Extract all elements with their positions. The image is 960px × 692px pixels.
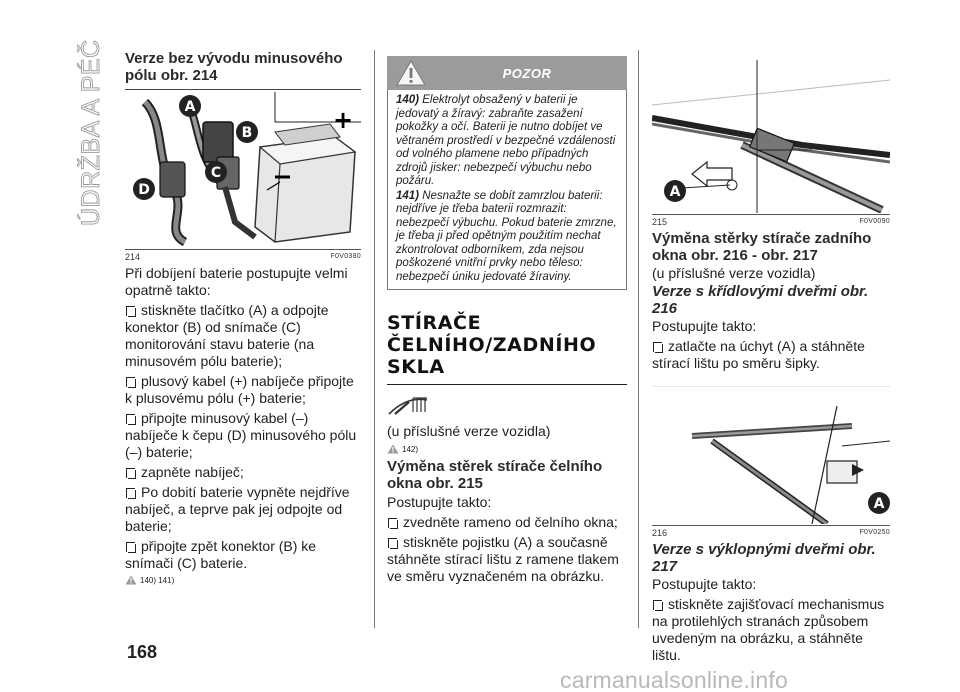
heading-rule (125, 89, 361, 90)
availability-note: (u příslušné verze vozidla) (652, 265, 816, 281)
bullet-item: stiskněte zajišťovací mechanismus na pro… (652, 596, 885, 663)
warning-banner: POZOR (387, 56, 627, 90)
bullet-icon (125, 487, 136, 499)
bullet-icon (125, 305, 136, 317)
bullet-icon (125, 467, 136, 479)
bullet-icon (652, 341, 663, 353)
warning-triangle-icon (125, 575, 137, 585)
intro-text: Postupujte takto: (652, 576, 757, 592)
bullet-icon (387, 517, 398, 529)
warning-title: POZOR (502, 66, 552, 81)
intro-text: Při dobíjení baterie postupujte velmi op… (125, 265, 348, 298)
warning-references: 140) 141) (125, 575, 361, 585)
bullet-item: zapněte nabíječ; (125, 464, 361, 481)
bullet-item: Po dobití baterie vypněte nejdříve nabíj… (125, 484, 350, 534)
side-chapter-title: ÚDRŽBA A PÉČE (77, 40, 107, 230)
windscreen-wiper-illustration: A (652, 50, 890, 213)
figure-number: 215 (652, 217, 668, 227)
intro-text: Postupujte takto: (387, 494, 492, 510)
bullet-icon (387, 537, 398, 549)
subsection-heading: Verze s křídlovými dveřmi obr. 216 (652, 283, 869, 317)
section-heading: Verze bez vývodu minusového pólu obr. 21… (125, 50, 343, 84)
figure-code: F0V0250 (859, 529, 890, 536)
column-divider (638, 50, 639, 628)
figure-caption: 216 F0V0250 (652, 525, 890, 538)
availability-note: (u příslušné verze vozidla) (387, 423, 551, 439)
warning-text: Elektrolyt obsažený v baterii je jedovat… (396, 94, 616, 187)
callout-a: A (874, 496, 885, 512)
bullet-item: připojte zpět konektor (B) ke snímači (C… (125, 538, 317, 571)
page-number: 168 (127, 642, 158, 662)
wiper-symbol-icon (387, 394, 627, 421)
bullet-item: stiskněte tlačítko (A) a odpojte konekto… (125, 302, 329, 369)
reference-numbers: 140) 141) (140, 575, 175, 585)
figure-caption: 214 F0V0380 (125, 249, 361, 262)
callout-b: B (242, 125, 253, 141)
bullet-item: plusový kabel (+) nabíječe připojte k pl… (125, 373, 354, 406)
figure-216: A (652, 386, 890, 524)
subsection-heading: Verze s výklopnými dveřmi obr. 217 (652, 541, 876, 575)
section-heading: Výměna stěrky stírače zadního okna obr. … (652, 230, 872, 264)
warning-number: 141) (396, 189, 420, 202)
reference-number: 142) (402, 444, 419, 454)
warning-item: 140) Elektrolyt obsažený v baterii je je… (396, 94, 620, 189)
figure-number: 216 (652, 528, 668, 538)
bullet-item: stiskněte pojistku (A) a současně stáhně… (387, 534, 619, 584)
callout-c: C (211, 165, 221, 181)
callout-a: A (670, 184, 681, 200)
warning-triangle-icon (396, 60, 426, 86)
callout-a: A (185, 99, 196, 115)
warning-number: 140) (396, 94, 420, 106)
warning-box: 140) Elektrolyt obsažený v baterii je je… (387, 90, 627, 290)
warning-item: 141) Nesnažte se dobít zamrzlou baterii:… (396, 190, 620, 285)
section-heading: Výměna stěrek stírače čelního okna obr. … (387, 458, 603, 492)
bullet-item: zatlačte na úchyt (A) a stáhněte stírací… (652, 338, 865, 371)
bullet-icon (125, 541, 136, 553)
column-divider (374, 50, 375, 628)
side-title-text: ÚDRŽBA A PÉČE (77, 40, 105, 226)
intro-text: Postupujte takto: (652, 318, 757, 334)
column-middle: POZOR 140) Elektrolyt obsažený v baterii… (387, 50, 627, 585)
warning-references: 142) (387, 444, 627, 454)
bullet-icon (125, 376, 136, 388)
watermark: carmanualsonline.info (560, 667, 788, 692)
bullet-icon (125, 413, 136, 425)
bullet-item: zvedněte rameno od čelního okna; (387, 514, 627, 531)
bullet-icon (652, 599, 663, 611)
svg-text:+: + (333, 106, 353, 134)
warning-triangle-icon (387, 444, 399, 454)
chapter-title: STÍRAČE ČELNÍHO/ZADNÍHO SKLA (387, 312, 597, 378)
figure-214: + A B C D (125, 92, 361, 248)
column-left: Verze bez vývodu minusového pólu obr. 21… (125, 50, 361, 585)
callout-d: D (138, 182, 150, 198)
figure-number: 214 (125, 252, 141, 262)
figure-code: F0V0090 (859, 218, 890, 225)
bullet-item: připojte minusový kabel (–) nabíječe k č… (125, 410, 357, 460)
battery-illustration: + A B C D (125, 92, 361, 248)
chapter-rule (387, 384, 627, 385)
column-right: A 215 F0V0090 Výměna stěrky stírače zadn… (652, 50, 890, 664)
figure-code: F0V0380 (330, 253, 361, 260)
figure-caption: 215 F0V0090 (652, 214, 890, 227)
rear-wiper-illustration: A (652, 386, 890, 524)
warning-text: Nesnažte se dobít zamrzlou baterii: nejd… (396, 189, 617, 283)
figure-215: A (652, 50, 890, 213)
